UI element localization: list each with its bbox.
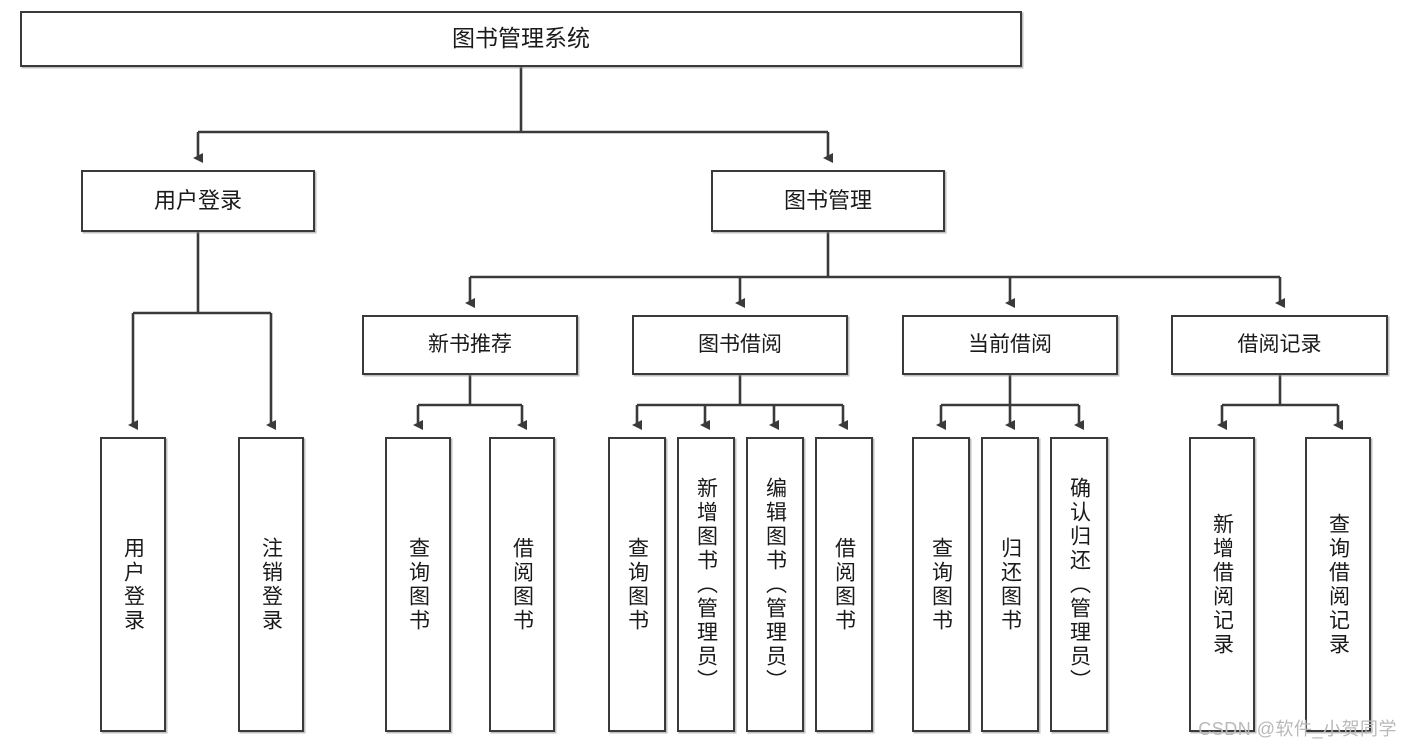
leaf-user-login-login[interactable]: 用户登录	[100, 437, 166, 732]
leaf-current-borrow-return[interactable]: 归还图书	[981, 437, 1039, 732]
leaf-book-borrow-borrow[interactable]: 借阅图书	[815, 437, 873, 732]
node-borrow-record[interactable]: 借阅记录	[1171, 315, 1388, 375]
leaf-book-borrow-edit[interactable]: 编辑图书（管理员）	[746, 437, 804, 732]
node-label: 图书管理	[783, 188, 872, 214]
node-label: 图书借阅	[698, 332, 782, 356]
node-label: 查询图书	[929, 536, 953, 633]
leaf-book-borrow-add[interactable]: 新增图书（管理员）	[677, 437, 735, 732]
node-label: 借阅图书	[832, 536, 856, 633]
node-book-management[interactable]: 图书管理	[711, 170, 945, 232]
node-label: 用户登录	[121, 536, 145, 633]
node-label: 新增图书（管理员）	[694, 476, 718, 693]
node-label: 新增借阅记录	[1210, 512, 1234, 657]
leaf-borrow-record-add[interactable]: 新增借阅记录	[1189, 437, 1255, 732]
leaf-new-book-borrow[interactable]: 借阅图书	[489, 437, 555, 732]
node-label: 归还图书	[998, 536, 1022, 633]
leaf-book-borrow-query[interactable]: 查询图书	[608, 437, 666, 732]
node-label: 新书推荐	[428, 332, 512, 356]
leaf-user-login-logout[interactable]: 注销登录	[238, 437, 304, 732]
leaf-current-borrow-query[interactable]: 查询图书	[912, 437, 970, 732]
node-book-borrow[interactable]: 图书借阅	[632, 315, 848, 375]
node-label: 当前借阅	[968, 332, 1052, 356]
watermark: CSDN @软件_小贺同学	[1198, 719, 1397, 739]
node-label: 编辑图书（管理员）	[763, 476, 787, 693]
leaf-new-book-query[interactable]: 查询图书	[385, 437, 451, 732]
node-root[interactable]: 图书管理系统	[20, 11, 1022, 67]
node-label: 查询图书	[406, 536, 430, 633]
node-label: 借阅记录	[1237, 332, 1322, 356]
node-label: 用户登录	[153, 188, 242, 214]
node-current-borrow[interactable]: 当前借阅	[902, 315, 1118, 375]
leaf-borrow-record-query[interactable]: 查询借阅记录	[1305, 437, 1371, 732]
node-label: 借阅图书	[510, 536, 534, 633]
node-label: 注销登录	[259, 536, 283, 633]
node-user-login[interactable]: 用户登录	[81, 170, 315, 232]
node-label: 查询图书	[625, 536, 649, 633]
node-label: 确认归还（管理员）	[1067, 476, 1091, 693]
node-label: 查询借阅记录	[1326, 512, 1350, 657]
leaf-current-borrow-confirm-return[interactable]: 确认归还（管理员）	[1050, 437, 1108, 732]
node-label: 图书管理系统	[452, 25, 590, 52]
node-new-book-recommend[interactable]: 新书推荐	[362, 315, 578, 375]
